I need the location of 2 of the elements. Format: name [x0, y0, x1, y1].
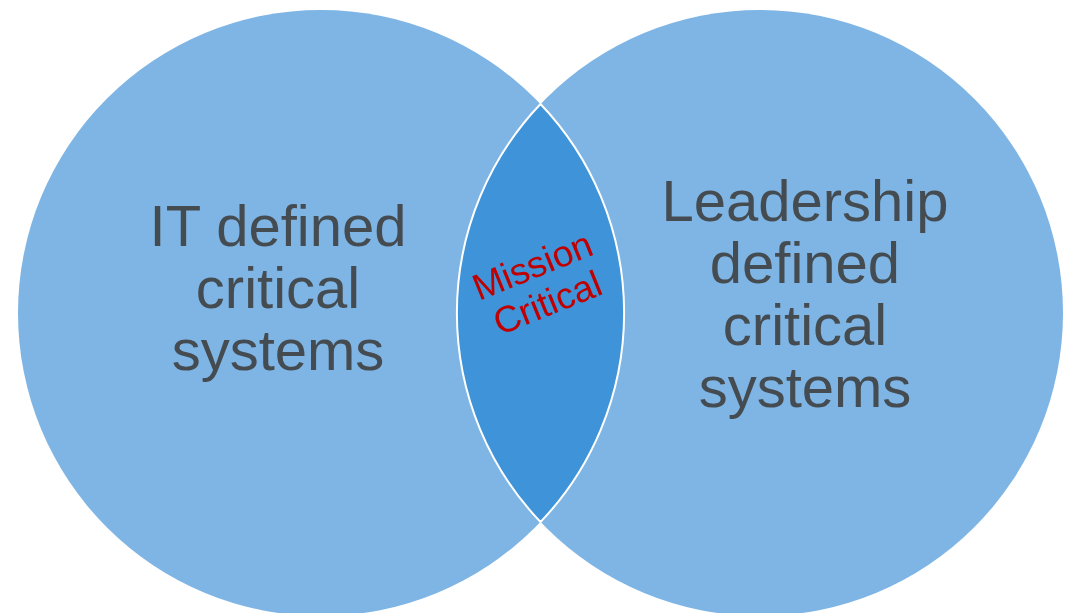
- circle-label: Leadership defined critical systems: [660, 170, 950, 419]
- circle-label: IT defined critical systems: [148, 195, 408, 382]
